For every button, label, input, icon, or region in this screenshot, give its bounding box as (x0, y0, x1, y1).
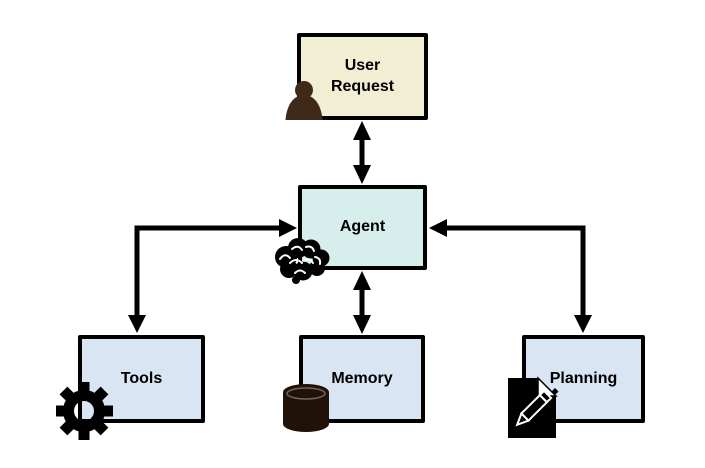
edge-user-request-agent (353, 121, 371, 184)
memory-label: Memory (331, 369, 393, 387)
person-icon (285, 81, 323, 120)
edge-agent-planning (429, 219, 592, 333)
agent-label: Agent (339, 218, 386, 236)
edge-agent-memory (353, 271, 371, 334)
gear-icon (56, 382, 113, 440)
database-icon (283, 384, 329, 432)
tools-label: Tools (120, 369, 163, 387)
user-request-label: User Request (330, 56, 395, 95)
note-pencil-icon (508, 376, 559, 438)
brain-icon (275, 238, 330, 284)
planning-label: Planning (549, 369, 618, 387)
node-planning: Planning (522, 335, 645, 423)
